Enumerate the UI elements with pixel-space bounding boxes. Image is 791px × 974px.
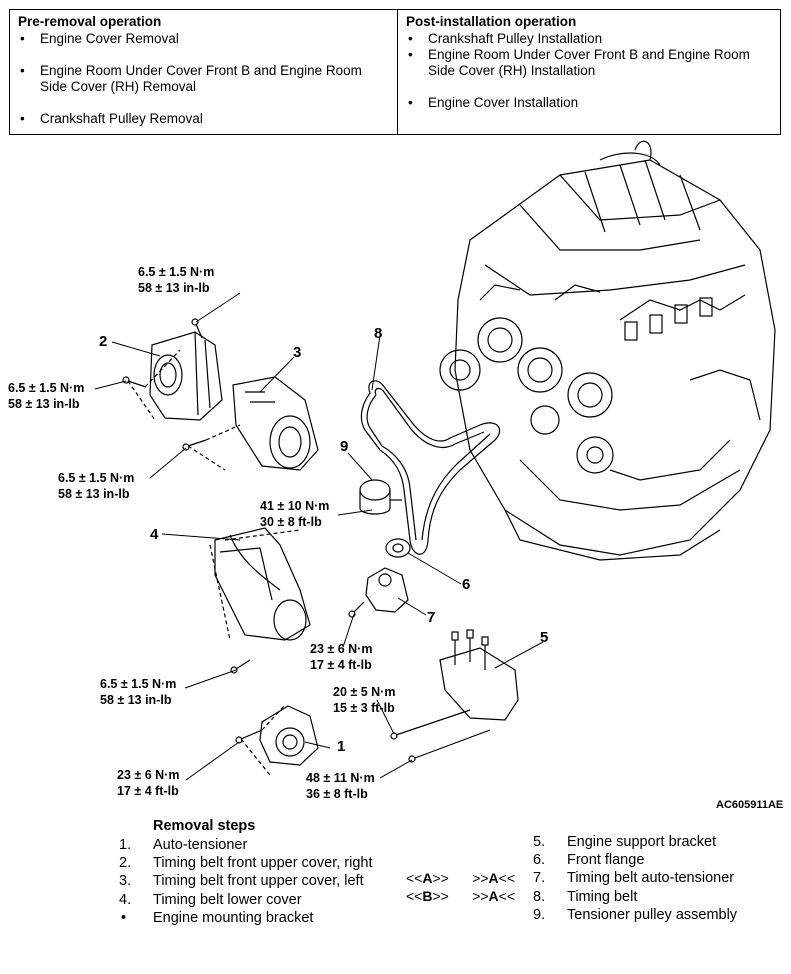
tensioner-pulley-assembly [359,479,402,515]
auto-tensioner [259,705,319,766]
bullet-icon: • [408,95,413,110]
front-flange [385,538,411,558]
removal-step: 6.Front flange [533,852,645,869]
torque-spec-nm: 6.5 ± 1.5 N·m [138,265,214,279]
removal-steps-left: 1.Auto-tensioner 2.Timing belt front upp… [119,836,399,927]
timing-belt-exploded-diagram: 1 2 3 4 5 6 7 8 9 6.5 ± 1.5 N·m 58 ± 13 … [8,140,783,811]
bullet-icon: • [408,31,413,46]
torque-spec-nm: 6.5 ± 1.5 N·m [8,381,84,395]
post-installation-item: •Engine Room Under Cover Front B and Eng… [408,47,750,78]
bullet-icon: • [408,47,413,62]
pre-removal-item: •Engine Room Under Cover Front B and Eng… [20,63,362,94]
torque-spec-nm: 23 ± 6 N·m [117,768,179,782]
callout-5: 5 [540,629,548,646]
removal-step: •Engine mounting bracket [121,909,314,926]
torque-spec-imperial: 17 ± 4 ft-lb [117,784,179,798]
callout-7: 7 [427,609,435,626]
pre-removal-item: •Engine Cover Removal [20,31,179,46]
torque-spec-imperial: 15 ± 3 ft-lb [333,701,395,715]
alignment-dashes [127,349,301,776]
post-installation-column: Post-installation operation •Crankshaft … [398,10,780,134]
removal-step: 8.Timing belt [533,888,638,905]
callout-6: 6 [462,576,470,593]
callout-1: 1 [337,738,345,755]
figure-id: AC605911AE [716,799,783,811]
removal-step: 3.Timing belt front upper cover, left [119,873,364,890]
removal-steps-right: 5.Engine support bracket 6.Front flange … [533,833,783,924]
service-point-marks: <<A>> >>A<< <<B>> >>A<< [406,869,515,905]
service-mark-row: <<A>> >>A<< [406,870,516,886]
service-mark-row: <<B>> >>A<< [406,888,516,905]
removal-steps-title: Removal steps [153,818,256,834]
callout-8: 8 [374,325,382,342]
engine-illustration [439,140,776,561]
torque-spec-nm: 41 ± 10 N·m [260,499,329,513]
removal-step: 7.Timing belt auto-tensioner [533,870,735,887]
post-installation-heading: Post-installation operation [406,14,577,29]
removal-step: 5.Engine support bracket [533,834,717,850]
torque-spec-nm: 6.5 ± 1.5 N·m [100,677,176,691]
removal-step: 2.Timing belt front upper cover, right [119,855,373,872]
callout-4: 4 [150,526,159,543]
bullet-icon: • [20,111,25,126]
pre-removal-item: •Crankshaft Pulley Removal [20,111,203,126]
removal-step: 1.Auto-tensioner [119,837,248,853]
post-installation-item: •Crankshaft Pulley Installation [408,31,603,46]
torque-spec-nm: 6.5 ± 1.5 N·m [58,471,134,485]
callout-9: 9 [340,438,348,455]
post-installation-item: •Engine Cover Installation [408,95,579,110]
torque-spec-imperial: 58 ± 13 in-lb [138,281,210,295]
timing-belt [360,380,501,555]
torque-spec-nm: 20 ± 5 N·m [333,685,395,699]
timing-belt-auto-tensioner [365,567,409,613]
timing-belt-lower-cover [214,527,311,641]
timing-belt-front-upper-cover-right [149,331,223,421]
pre-removal-column: Pre-removal operation •Engine Cover Remo… [10,10,398,134]
torque-spec-imperial: 58 ± 13 in-lb [8,397,80,411]
removal-step: 4.Timing belt lower cover [119,891,302,908]
removal-step: 9.Tensioner pulley assembly [533,906,738,923]
torque-spec-nm: 23 ± 6 N·m [310,642,372,656]
bolts [122,318,491,763]
torque-spec-nm: 48 ± 11 N·m [306,771,375,785]
callout-2: 2 [99,333,107,350]
leader-lines [94,292,544,781]
torque-spec-imperial: 30 ± 8 ft-lb [260,515,322,529]
pre-removal-heading: Pre-removal operation [18,14,162,29]
bullet-icon: • [20,63,25,78]
timing-belt-front-upper-cover-left [232,376,319,471]
torque-spec-imperial: 58 ± 13 in-lb [58,487,130,501]
torque-spec-imperial: 17 ± 4 ft-lb [310,658,372,672]
callout-3: 3 [293,344,301,361]
engine-support-bracket [439,629,519,721]
torque-spec-imperial: 36 ± 8 ft-lb [306,787,368,801]
bullet-icon: • [20,31,25,46]
torque-spec-imperial: 58 ± 13 in-lb [100,693,172,707]
operations-table: Pre-removal operation •Engine Cover Remo… [9,9,781,135]
